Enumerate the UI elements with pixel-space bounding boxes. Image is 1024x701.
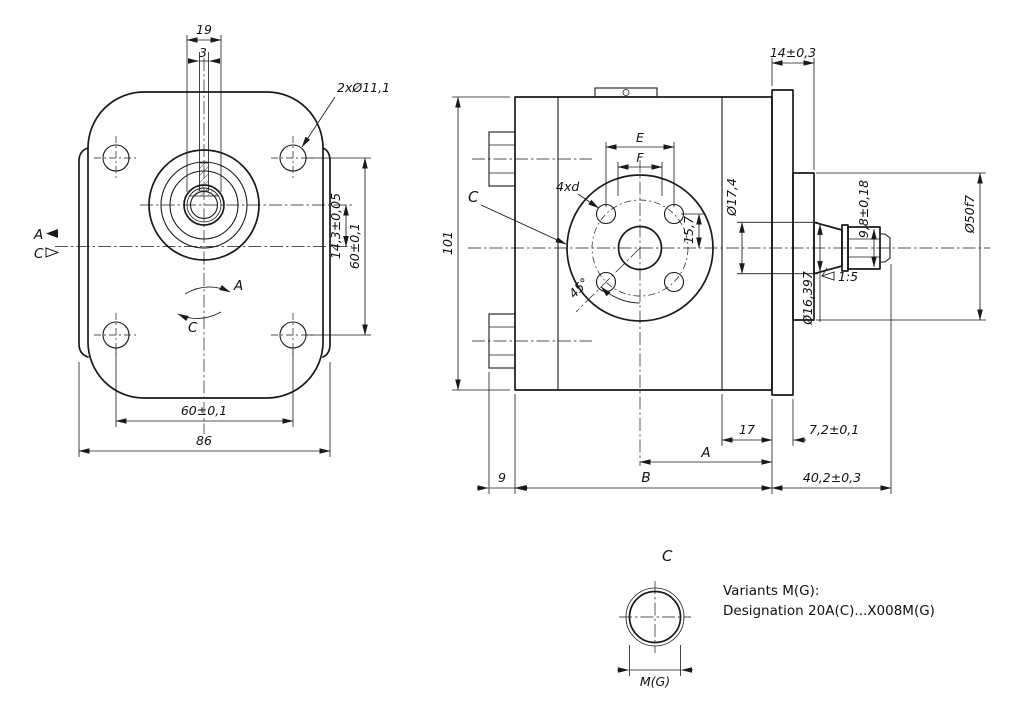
dim-17-text: 17 [739, 422, 755, 437]
dim-e: E [605, 130, 675, 207]
dim-86: 86 [78, 362, 331, 457]
dim-b: B [514, 468, 773, 494]
port-fitting-top [488, 131, 516, 187]
dim-f: F [617, 150, 663, 196]
dim-9-8-text: 9,8±0,18 [856, 180, 871, 238]
dim-15-7: 15,7 [681, 213, 704, 249]
mount-hole [663, 271, 685, 293]
dim-d50f7: Ø50f7 [816, 172, 986, 321]
tab-hole [622, 89, 630, 96]
dim-d17-4: Ø17,4 [724, 178, 818, 275]
dim-40-2: 40,2±0,3 [771, 264, 892, 494]
dim-mg: M(G) [617, 645, 693, 689]
rotation-a-label: A [233, 278, 243, 294]
dim-15-7-text: 15,7 [681, 216, 696, 244]
dim-7-2: 7,2±0,1 [792, 399, 859, 446]
hole-callout: 2xØ11,1 [301, 80, 390, 148]
key-section-hatch [199, 162, 209, 192]
dim-19: 19 [186, 22, 222, 192]
mount-hole [595, 203, 617, 225]
port-bore-circle [628, 590, 682, 644]
rotation-arrow-a: A [184, 278, 243, 295]
dim-17: 17 [721, 394, 773, 446]
thread-tip [879, 233, 891, 263]
dim-60-h-text: 60±0,1 [181, 403, 227, 418]
mounting-hole [102, 144, 130, 172]
dim-mg-text: M(G) [640, 674, 670, 689]
rotation-c-label: C [188, 320, 198, 336]
shaft-section-hatch [188, 187, 220, 197]
port-fitting-bottom [488, 313, 516, 369]
port-thread-circle [625, 587, 685, 647]
taper-symbol-icon [820, 271, 835, 281]
dim-3: 3 [188, 45, 220, 162]
flange-plate [771, 89, 794, 396]
name-plate-tab [594, 87, 658, 98]
view-marker-a: A [33, 227, 58, 243]
variant-notes: Variants M(G): Designation 20A(C)...X008… [723, 583, 935, 619]
detail-c-callout-text: C [468, 188, 479, 206]
note-designation: Designation 20A(C)...X008M(G) [723, 603, 935, 619]
pump-body-edge-left [78, 147, 89, 358]
callout-4xd: 4xd [556, 179, 599, 209]
dim-e-text: E [636, 130, 644, 145]
pump-body-edge-right [322, 147, 331, 358]
dim-60-v-text: 60±0,1 [347, 223, 362, 269]
dim-101-text: 101 [440, 231, 455, 255]
angle-45-text: 45° [566, 275, 592, 301]
dim-b-text: B [641, 470, 650, 486]
drive-shaft [813, 221, 891, 275]
note-variants: Variants M(G): [723, 583, 819, 599]
dim-101: 101 [440, 96, 510, 391]
dim-14-3-text: 14,3±0,05 [328, 193, 343, 259]
view-c-label: C [34, 246, 44, 262]
callout-4xd-text: 4xd [556, 179, 579, 194]
detail-c-title: C [662, 547, 673, 565]
view-marker-c: C [34, 246, 60, 262]
dim-d16-397-text: Ø16,397 [800, 271, 815, 326]
dim-86-text: 86 [196, 433, 212, 448]
rotation-arrow-c: C [177, 311, 222, 336]
detail-c-callout: C [468, 188, 567, 245]
dim-19-text: 19 [196, 22, 212, 37]
shaft-boss [148, 149, 260, 261]
detail-c-view: C M(G) Variants M(G): Designation 20A(C)… [617, 547, 935, 689]
dim-9-text: 9 [498, 470, 506, 485]
dim-d16-397: Ø16,397 [800, 223, 823, 326]
dim-3-text: 3 [199, 45, 207, 60]
dim-7-2-text: 7,2±0,1 [809, 422, 859, 437]
side-view: 45° 14±0,3 101 C E F [440, 45, 990, 494]
view-a-label: A [33, 227, 43, 243]
front-view: 19 3 2xØ11,1 A C A C [33, 22, 390, 457]
mounting-flange-outline [87, 91, 324, 399]
taper-text: 1:5 [838, 269, 858, 284]
dim-60-horizontal: 60±0,1 [115, 348, 294, 427]
dim-f-text: F [636, 150, 644, 165]
hole-callout-text: 2xØ11,1 [337, 80, 390, 95]
taper-callout: 1:5 [820, 267, 858, 284]
dim-a-text: A [700, 445, 710, 461]
dim-14-3: 14,3±0,05 [328, 193, 349, 259]
angle-45: 45° [566, 275, 641, 304]
dim-d17-4-text: Ø17,4 [724, 178, 739, 217]
bolt-circle [591, 199, 689, 297]
view-c-arrow-icon [45, 247, 60, 258]
dim-14: 14±0,3 [770, 45, 816, 170]
dim-a: A [639, 445, 773, 468]
dim-d50f7-text: Ø50f7 [962, 195, 977, 234]
dim-9-8: 9,8±0,18 [856, 180, 877, 268]
dim-14-text: 14±0,3 [770, 45, 816, 60]
dim-40-2-text: 40,2±0,3 [803, 470, 861, 485]
view-a-arrow-icon [46, 229, 58, 238]
dim-60-vertical: 60±0,1 [306, 157, 371, 336]
